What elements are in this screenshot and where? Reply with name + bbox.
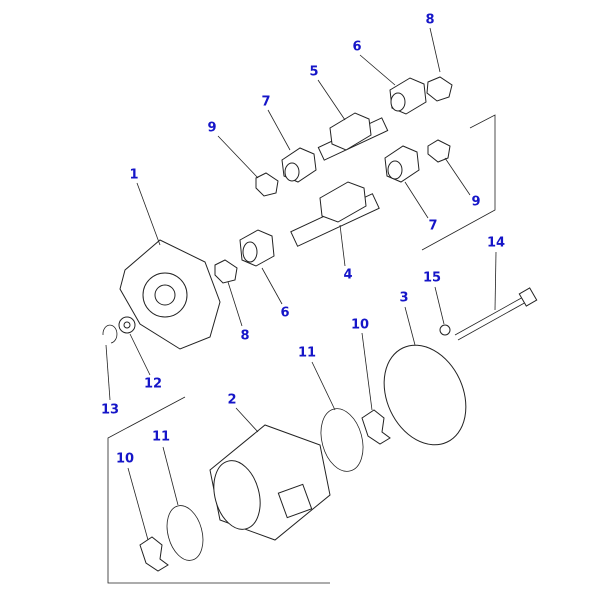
callout-7: 7 (261, 94, 271, 110)
callout-13: 13 (100, 402, 120, 418)
part-11-o-ring-lower (166, 505, 204, 561)
part-5-driven-gear (317, 79, 389, 161)
part-2-gear-housing (209, 407, 331, 541)
part-9-seal-right (427, 139, 451, 163)
callout-9-right: 9 (471, 194, 481, 210)
part-9-seal-top (255, 172, 279, 197)
callout-10: 10 (350, 317, 370, 333)
callout-14: 14 (486, 235, 506, 251)
group-bracket-top (421, 114, 496, 251)
part-1-front-cover (119, 182, 221, 350)
part-8-seal-top (426, 76, 453, 102)
part-11-o-ring-upper (320, 408, 364, 472)
part-7-bushing-right (384, 145, 429, 219)
callout-10-lower: 10 (115, 451, 135, 467)
callout-9: 9 (207, 120, 217, 136)
callout-8: 8 (425, 12, 435, 28)
callout-11-lower: 11 (151, 429, 171, 445)
callout-12: 12 (143, 376, 163, 392)
part-7-bushing-top (267, 109, 317, 183)
callout-4: 4 (343, 267, 353, 283)
part-3-rear-cover (383, 306, 467, 446)
callout-3: 3 (399, 290, 409, 306)
part-10-seal-lower (139, 536, 169, 572)
part-13-snap-ring (102, 324, 118, 344)
callout-7-right: 7 (428, 218, 438, 234)
callout-2: 2 (227, 392, 237, 408)
callout-15: 15 (422, 270, 442, 286)
callout-8-lower: 8 (240, 328, 250, 344)
part-6-bushing-lower (239, 229, 283, 305)
callout-6: 6 (352, 39, 362, 55)
callout-11: 11 (297, 345, 317, 361)
callout-1: 1 (129, 167, 139, 183)
part-14-bolt (454, 251, 538, 341)
group-bracket-bottom (107, 396, 330, 584)
part-8-seal-lower (214, 259, 238, 284)
part-15-washer (439, 324, 451, 336)
callout-5: 5 (309, 64, 319, 80)
part-4-drive-gear-shaft (290, 181, 380, 267)
callout-6-lower: 6 (280, 305, 290, 321)
part-6-bushing-top (359, 54, 427, 115)
part-10-seal-upper (361, 409, 391, 445)
